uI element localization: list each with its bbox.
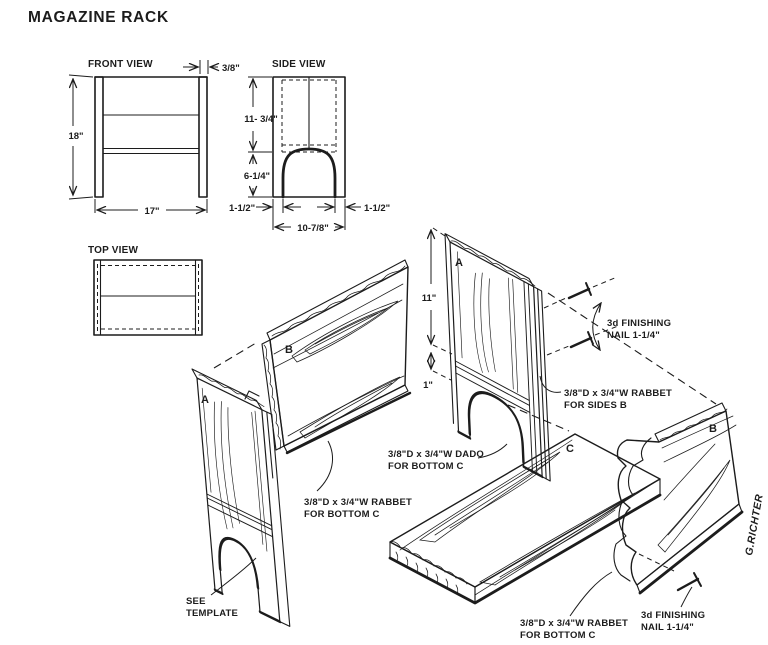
front-dim-height: 18": [68, 131, 83, 142]
exploded-view: A B: [186, 227, 766, 641]
top-view: TOP VIEW: [88, 245, 203, 336]
part-label-back-right: B: [709, 423, 717, 435]
part-side-panel-right: A: [444, 233, 551, 482]
top-view-label: TOP VIEW: [88, 245, 138, 256]
callouts: 3d FINISHING NAIL 1-1/4" 3/8"D x 3/4"W R…: [186, 318, 705, 641]
finishing-nails-top: [543, 276, 619, 356]
top-view-outline: [93, 259, 203, 336]
callout-nail-bottom-line2: NAIL 1-1/4": [641, 622, 694, 633]
side-dim-foot-left: 1-1/2": [229, 203, 255, 214]
callout-leaders: [210, 375, 613, 617]
side-view-dimensions: 11- 3/4" 6-1/4" 1-1/2" 1-1/2" 10-7/8": [229, 76, 390, 234]
callout-see-template-line1: SEE: [186, 596, 206, 607]
callout-nail-top-line1: 3d FINISHING: [607, 318, 671, 329]
part-label-back-middle: B: [285, 344, 293, 356]
front-view-label: FRONT VIEW: [88, 59, 153, 70]
side-view-label: SIDE VIEW: [272, 59, 326, 70]
front-dim-thickness: 3/8": [222, 63, 240, 74]
artist-signature: G.RICHTER: [743, 493, 766, 556]
part-bottom-panel: C: [388, 433, 662, 605]
back-panel-right-grain: [657, 415, 737, 553]
side-panel-left-edges: [191, 368, 291, 627]
callout-nail-bottom-line1: 3d FINISHING: [641, 610, 705, 621]
side-view: SIDE VIEW 11- 3/4" 6-1/4" 1-1/2" 1-1/2" …: [229, 59, 390, 234]
exploded-dim-back-height: 11": [422, 293, 437, 304]
finishing-nail-bottom: [676, 572, 702, 608]
callout-nail-top-line2: NAIL 1-1/4": [607, 330, 660, 341]
callout-see-template-line2: TEMPLATE: [186, 608, 238, 619]
callout-rabbet-bottom-right-line2: FOR BOTTOM C: [520, 630, 596, 641]
front-dim-width: 17": [144, 206, 159, 217]
side-panel-right-edges: [444, 233, 551, 482]
alignment-lines: [213, 292, 717, 572]
side-dim-lower: 6-1/4": [244, 171, 270, 182]
part-label-side-left: A: [201, 394, 209, 406]
finishing-nail-icon: [676, 572, 702, 592]
finishing-nail-icon: [569, 331, 594, 349]
front-view: FRONT VIEW 18" 17" 3/8": [68, 59, 239, 217]
part-side-panel-left: A: [191, 368, 291, 627]
back-panel-middle-grain: [263, 265, 406, 450]
side-dim-width: 10-7/8": [297, 223, 328, 234]
callout-rabbet-bottom-right-line1: 3/8"D x 3/4"W RABBET: [520, 618, 628, 629]
side-dim-foot-right: 1-1/2": [364, 203, 390, 214]
part-back-panel-middle: B: [261, 259, 412, 455]
callout-rabbet-sides-line2: FOR SIDES B: [564, 400, 627, 411]
part-label-bottom: C: [566, 443, 574, 455]
exploded-dimensions: 11" 1": [422, 227, 453, 391]
finishing-nail-icon: [567, 282, 592, 300]
front-view-dimensions: 18" 17" 3/8": [68, 60, 240, 217]
part-back-panel-right: B: [613, 402, 744, 595]
front-view-outline: [94, 76, 208, 198]
side-view-outline: [272, 76, 346, 199]
callout-rabbet-bottom-left-line1: 3/8"D x 3/4"W RABBET: [304, 497, 412, 508]
part-label-side-right: A: [455, 257, 463, 269]
side-dim-upper: 11- 3/4": [244, 114, 278, 125]
callout-rabbet-bottom-left-line2: FOR BOTTOM C: [304, 509, 380, 520]
callout-dado-bottom-line2: FOR BOTTOM C: [388, 461, 464, 472]
callout-rabbet-sides-line1: 3/8"D x 3/4"W RABBET: [564, 388, 672, 399]
exploded-dim-dado-offset: 1": [423, 380, 433, 391]
page-title: MAGAZINE RACK: [28, 9, 169, 26]
callout-dado-bottom-line1: 3/8"D x 3/4"W DADO: [388, 449, 484, 460]
bottom-panel-grain: [389, 439, 656, 596]
